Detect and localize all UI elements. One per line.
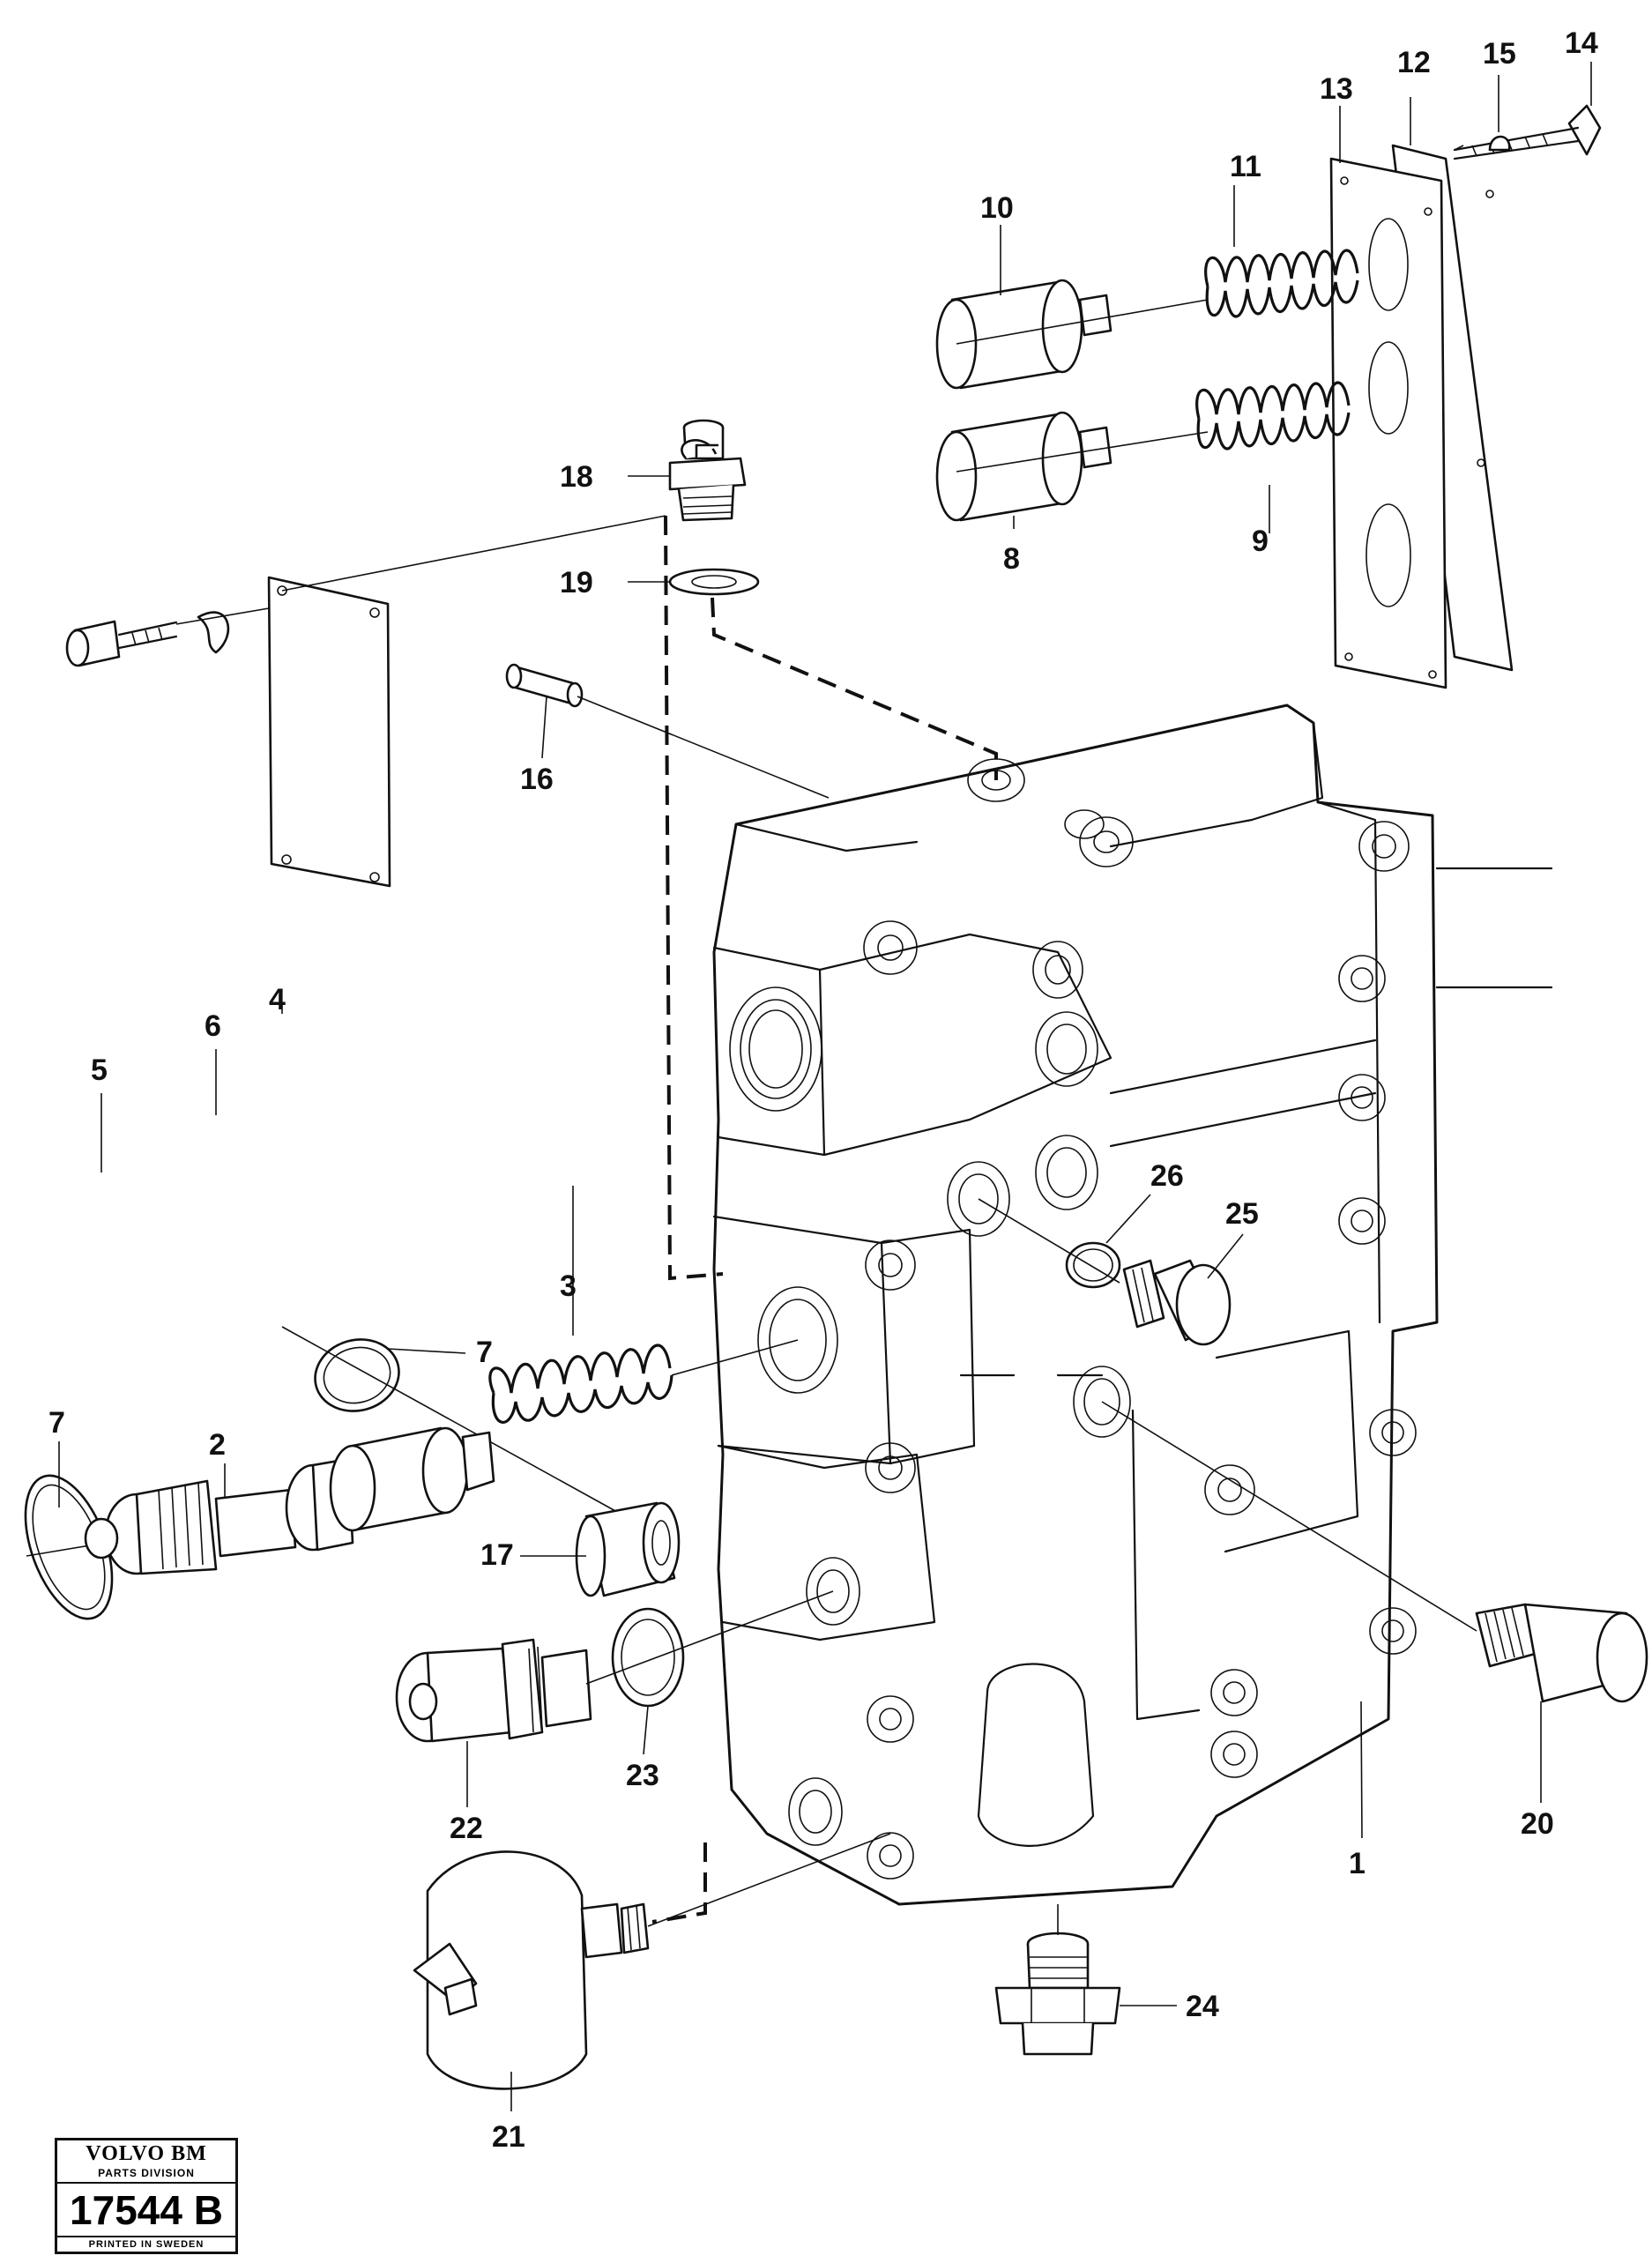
stamp-brand: VOLVO BM: [86, 2142, 207, 2165]
callout-19: 19: [560, 566, 593, 599]
assembly-line-18-19: [711, 597, 998, 780]
callout-6: 6: [205, 1009, 221, 1043]
leader-lines: [58, 62, 1592, 2111]
callout-5: 5: [91, 1053, 108, 1087]
sleeve-17: [575, 1501, 681, 1597]
callout-20: 20: [1521, 1807, 1554, 1841]
screw-5: [65, 620, 178, 667]
assembly-line-21: [651, 1842, 707, 1924]
stamp-printed: PRINTED IN SWEDEN: [57, 2236, 235, 2250]
callout-24: 24: [1186, 1990, 1219, 2023]
callout-17: 17: [480, 1538, 514, 1572]
plug-25: [1122, 1259, 1232, 1346]
callout-12: 12: [1397, 46, 1431, 79]
callout-labels: 1 2 3 4 5 6 7 7 8 9 10 11 12 13 14 15 16…: [48, 26, 1598, 2154]
callout-9: 9: [1252, 525, 1269, 558]
callout-11: 11: [1230, 150, 1261, 183]
spring-9: [1195, 381, 1351, 450]
spring-11: [1204, 249, 1359, 318]
callout-1: 1: [1349, 1847, 1366, 1880]
assembly-line-4: [281, 515, 666, 592]
callout-26: 26: [1150, 1159, 1184, 1193]
callout-3: 3: [560, 1269, 577, 1303]
callout-8: 8: [1003, 542, 1020, 576]
assembly-line-4-housing: [664, 515, 724, 1281]
callout-18: 18: [560, 460, 593, 494]
callout-7: 7: [476, 1336, 493, 1369]
stamp-division: PARTS DIVISION: [57, 2167, 235, 2184]
screw-14-washer-15: [1453, 104, 1602, 160]
breather-18: [668, 419, 747, 522]
callout-14: 14: [1565, 26, 1598, 60]
callout-21: 21: [492, 2120, 525, 2154]
callout-22: 22: [450, 1812, 483, 1845]
callout-10: 10: [980, 191, 1014, 225]
callout-23: 23: [626, 1759, 659, 1792]
piston-8: [935, 411, 1209, 522]
piston-10: [935, 279, 1209, 390]
valve-20: [1101, 1401, 1648, 1703]
spool-2: [84, 1426, 495, 1575]
valve-housing: [712, 703, 1553, 1906]
callout-16: 16: [520, 763, 554, 796]
parts-division-stamp: VOLVO BM PARTS DIVISION 17544 B PRINTED …: [55, 2138, 238, 2254]
callout-4: 4: [269, 983, 286, 1016]
washer-6: [175, 607, 270, 654]
seal-23: [585, 1590, 834, 1708]
callout-2: 2: [209, 1428, 226, 1462]
spring-3: [488, 1339, 799, 1424]
callout-7b: 7: [48, 1406, 65, 1440]
o-ring-7-upper: [314, 1338, 400, 1412]
washer-19: [668, 568, 760, 596]
callout-15: 15: [1483, 37, 1516, 71]
pin-16: [505, 663, 830, 799]
stamp-code: 17544 B: [70, 2187, 223, 2233]
cover-4: [267, 576, 391, 888]
seal-26: [978, 1198, 1121, 1289]
nipple-24: [994, 1904, 1121, 2056]
sensor-22: [395, 1638, 592, 1743]
callout-25: 25: [1225, 1197, 1259, 1231]
sensor-21: [413, 1833, 891, 2090]
cover-plates-12-13: [1329, 144, 1514, 689]
callout-13: 13: [1320, 72, 1353, 106]
